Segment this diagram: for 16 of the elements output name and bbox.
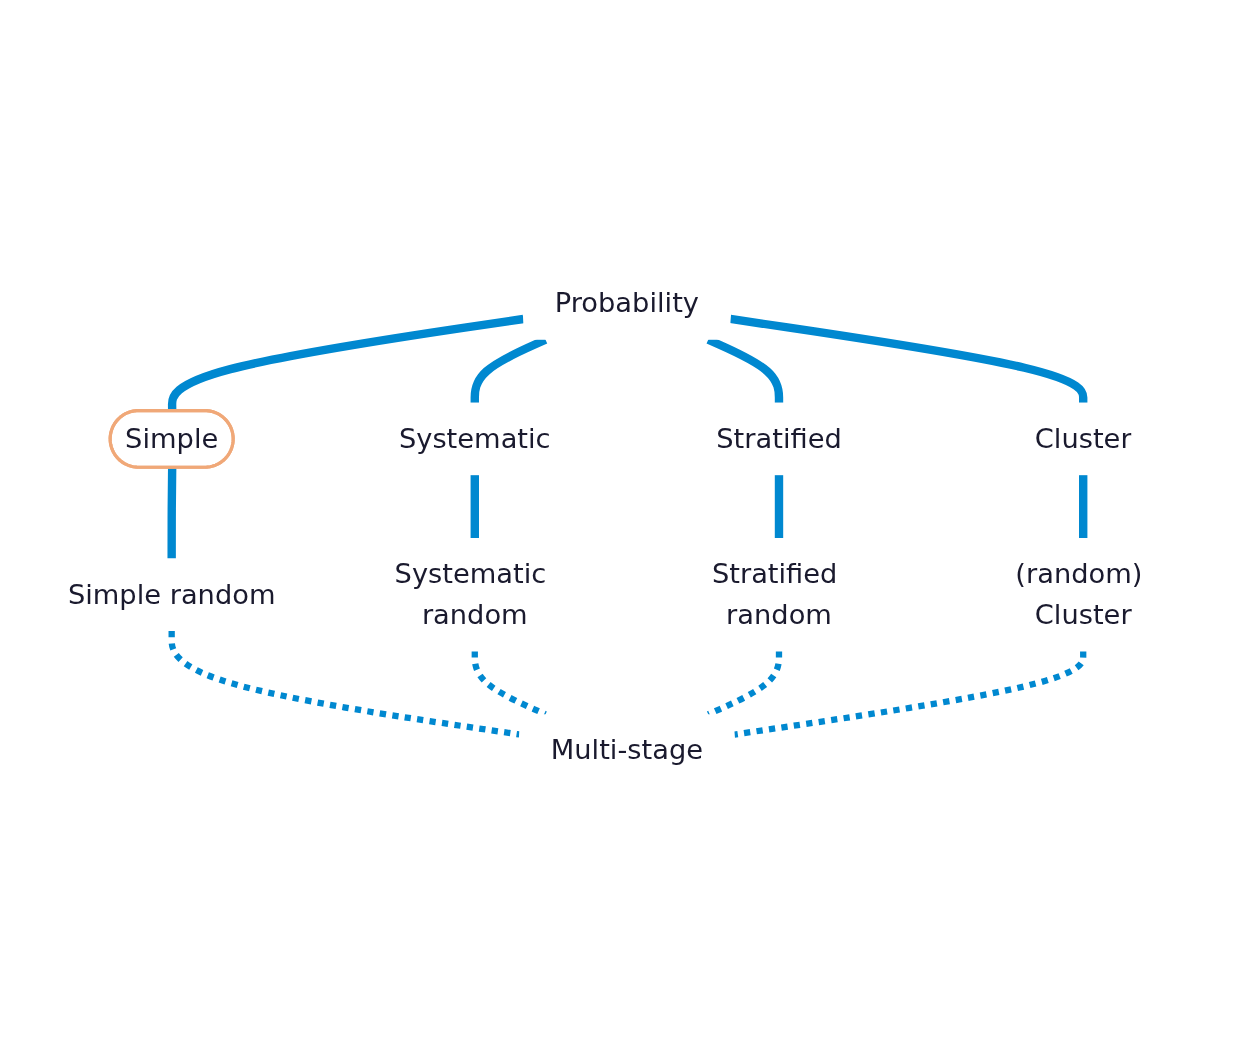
connector — [774, 475, 784, 539]
node-text: (random) Cluster — [1015, 558, 1143, 631]
node-text: Cluster — [1034, 423, 1132, 455]
node-text: Systematic — [398, 423, 551, 455]
connector — [729, 315, 1088, 404]
connector — [1079, 475, 1088, 539]
node-text: Simple random — [67, 578, 276, 611]
node-text: Stratified random — [711, 558, 838, 631]
connector — [470, 475, 479, 539]
connector — [167, 468, 177, 559]
connector — [167, 315, 524, 412]
node-text: Stratified — [716, 423, 842, 455]
node-text: Probability — [554, 287, 699, 320]
node-text: Multi-stage — [550, 734, 703, 767]
node-text: Systematic random — [394, 558, 547, 631]
connector — [168, 631, 520, 739]
